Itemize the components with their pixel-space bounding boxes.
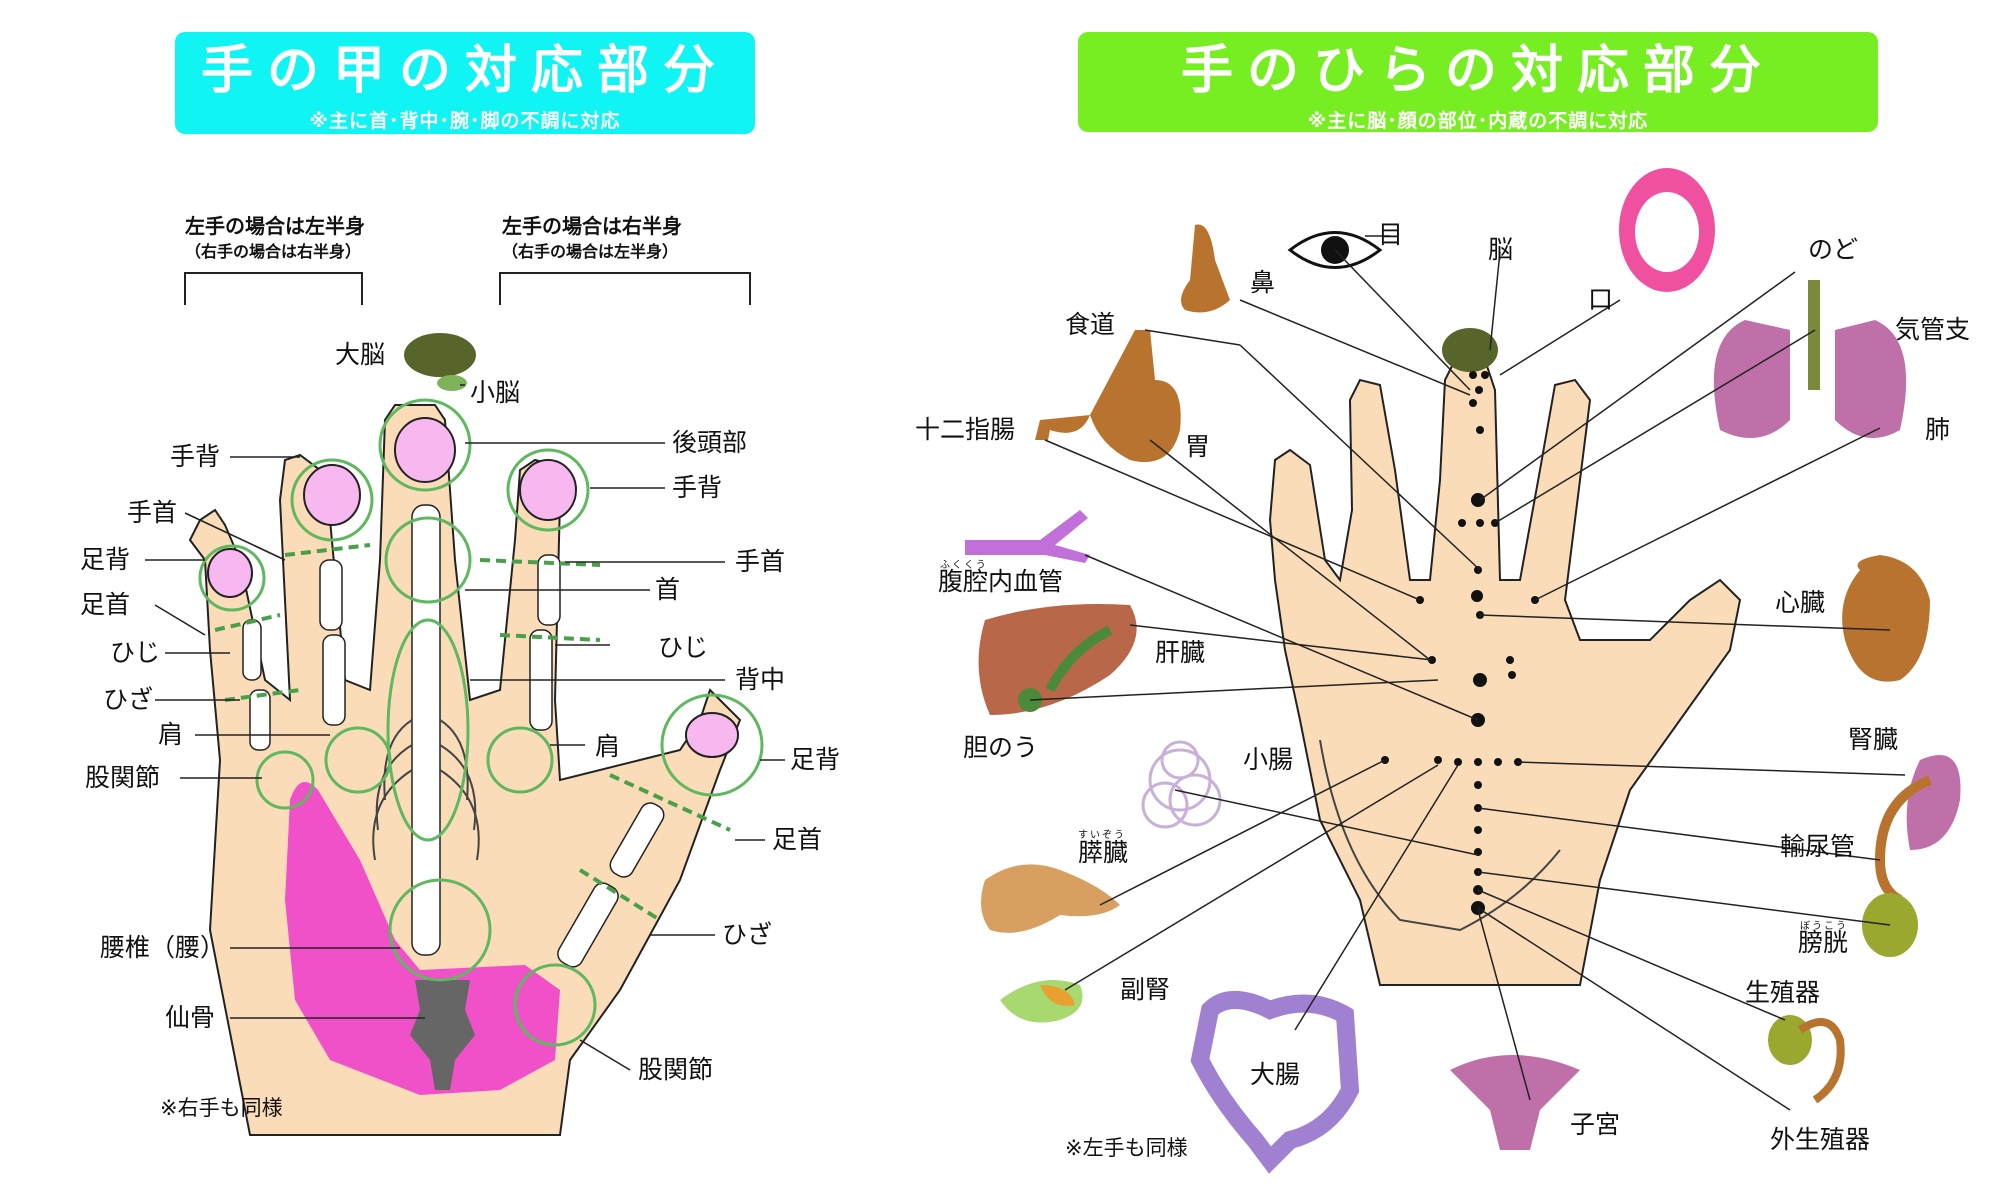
label-kikanshi: 気管支	[1895, 315, 1971, 344]
label-hiza-left: ひざ	[103, 685, 154, 714]
label-gaiseishokki: 外生殖器	[1770, 1125, 1871, 1154]
palm-title: 手のひらの対応部分	[1180, 40, 1775, 101]
heart-icon	[1842, 555, 1930, 682]
right-bracket	[499, 272, 751, 305]
nail-pinky	[207, 548, 253, 598]
label-shinzo: 心臓	[1775, 588, 1826, 617]
label-juunishicho: 十二指腸	[915, 415, 1016, 444]
label-kokansetsu-left: 股関節	[85, 763, 161, 792]
ribcage	[372, 719, 480, 861]
nail-middle	[394, 417, 456, 483]
label-no: 脳	[1488, 235, 1514, 264]
uterus-icon	[1450, 1055, 1580, 1150]
pelvis-region	[285, 782, 560, 1095]
large-intestine-icon	[1190, 991, 1360, 1174]
label-kubi: 首	[655, 575, 681, 604]
nail-ring	[519, 459, 577, 521]
label-shuhai-left: 手背	[170, 442, 221, 471]
label-bokou: 膀胱	[1798, 928, 1849, 957]
spine	[411, 504, 441, 956]
label-seishokki: 生殖器	[1745, 978, 1821, 1007]
label-nyokan: 輸尿管	[1780, 832, 1856, 861]
label-shocho: 小腸	[1243, 745, 1294, 774]
back-left-header: 左手の場合は左半身	[185, 214, 365, 238]
sacrum	[410, 980, 475, 1090]
label-kuchi: 口	[1588, 285, 1614, 314]
small-intestine-icon	[1141, 740, 1222, 829]
label-kata-left: 肩	[158, 720, 184, 749]
label-sokuhai-right: 足背	[790, 745, 841, 774]
palm-lifeline	[1319, 739, 1561, 932]
label-kanzo: 肝臓	[1155, 638, 1206, 667]
back-title-banner: 手の甲の対応部分 ※主に首･背中･腕･脚の不調に対応	[175, 32, 755, 134]
back-title: 手の甲の対応部分	[200, 40, 729, 101]
label-fukujin: 副腎	[1120, 975, 1171, 1004]
label-daicho: 大腸	[1250, 1060, 1301, 1089]
label-shikyu: 子宮	[1570, 1110, 1621, 1139]
label-ashikubi-right: 足首	[772, 825, 823, 854]
left-bracket	[184, 272, 363, 305]
nose-icon	[1181, 224, 1230, 313]
reflex-zones	[198, 398, 764, 1047]
label-hai: 肺	[1925, 415, 1951, 444]
palm-note: ※左手も同様	[1065, 1136, 1188, 1160]
back-left-sub: （右手の場合は右半身）	[185, 242, 362, 261]
label-hana: 鼻	[1250, 268, 1276, 297]
label-fukukuu: 腹腔内血管	[938, 567, 1064, 596]
trachea-icon	[1808, 280, 1820, 390]
kidney-ureter-icon	[1906, 755, 1961, 850]
label-jinzo: 腎臓	[1848, 725, 1899, 754]
label-shuhai-right: 手背	[672, 473, 723, 502]
lungs-icon	[1713, 320, 1907, 438]
label-hiza-right: ひざ	[722, 920, 773, 949]
palm-subtitle: ※主に脳･顔の部位･内蔵の不調に対応	[1307, 110, 1649, 132]
label-shokudo: 食道	[1065, 310, 1116, 339]
label-kata-right: 肩	[595, 732, 621, 761]
label-i: 胃	[1185, 432, 1211, 461]
label-senaka: 背中	[735, 665, 786, 694]
abdominal-vessel-icon	[965, 510, 1090, 563]
ruby-suizo: すいぞう	[1078, 830, 1126, 841]
back-right-header: 左手の場合は右半身	[502, 214, 682, 238]
zone-dashes	[214, 543, 731, 922]
label-me: 目	[1378, 220, 1404, 249]
pancreas-icon	[981, 864, 1120, 933]
nail-thumb	[685, 712, 739, 758]
label-senkotsu: 仙骨	[165, 1003, 216, 1032]
label-daino: 大脳	[335, 340, 386, 369]
label-hiji-left: ひじ	[110, 638, 161, 667]
palm-silhouette	[1268, 359, 1742, 986]
label-hiji-right: ひじ	[658, 633, 709, 662]
label-nodo: のど	[1808, 235, 1859, 264]
back-leader-lines	[145, 384, 785, 1071]
label-kotobu: 後頭部	[672, 428, 748, 457]
label-yotsui: 腰椎（腰）	[100, 933, 226, 962]
back-note: ※右手も同様	[160, 1096, 283, 1120]
back-right-sub: （右手の場合は左半身）	[502, 242, 679, 261]
cerebrum-icon	[404, 333, 476, 377]
label-tekubi-left: 手首	[127, 498, 178, 527]
palm-title-banner: 手のひらの対応部分 ※主に脳･顔の部位･内蔵の不調に対応	[1078, 32, 1878, 132]
ruby-fukukuu: ふくくう	[940, 560, 988, 571]
palm-brain-icon	[1442, 328, 1498, 372]
label-kokansetsu-right: 股関節	[638, 1055, 714, 1084]
nail-index	[303, 464, 361, 526]
label-suizo: 膵臓	[1078, 838, 1129, 867]
label-tannou: 胆のう	[963, 733, 1039, 762]
label-sokuhai-left: 足背	[80, 545, 131, 574]
back-subtitle: ※主に首･背中･腕･脚の不調に対応	[309, 110, 621, 132]
gallbladder-icon	[1045, 625, 1113, 693]
cerebellum-icon	[437, 375, 467, 391]
esophagus-stomach-icon	[1035, 330, 1181, 462]
label-ashikubi-left: 足首	[80, 590, 131, 619]
ruby-bokou: ぼうこう	[1800, 921, 1848, 932]
label-tekubi-right: 手首	[735, 547, 786, 576]
label-shono: 小脳	[470, 378, 521, 407]
palm-leader-lines	[1029, 235, 1906, 1111]
